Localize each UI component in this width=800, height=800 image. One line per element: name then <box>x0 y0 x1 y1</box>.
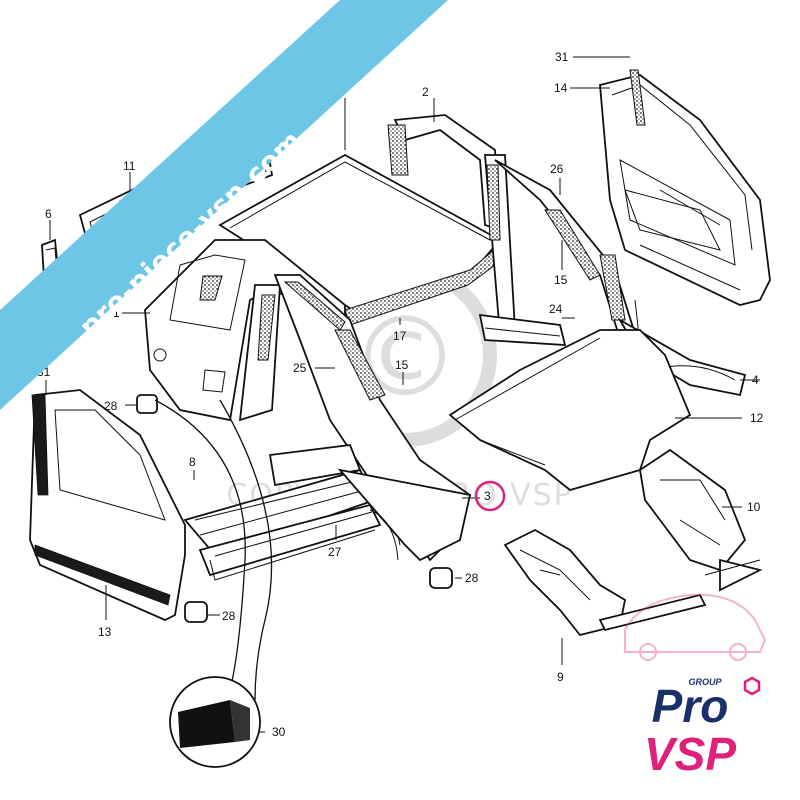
callout-10: 10 <box>747 500 761 514</box>
pad-28-right <box>429 567 453 589</box>
callout-9: 9 <box>557 670 564 684</box>
callout-28a: 28 <box>104 399 118 413</box>
detail-30 <box>154 399 273 768</box>
callout-6: 6 <box>45 207 52 221</box>
callout-15b: 15 <box>395 358 409 372</box>
callout-15a: 15 <box>554 273 568 287</box>
banner-stripe <box>0 0 448 410</box>
side-door <box>29 389 186 621</box>
callout-11: 11 <box>123 159 136 173</box>
body-shell <box>144 239 472 581</box>
hood-panel <box>448 329 692 491</box>
callout-13: 13 <box>98 625 112 639</box>
callout-17: 17 <box>393 329 407 343</box>
callout-14: 14 <box>554 81 568 95</box>
callout-24: 24 <box>549 302 563 316</box>
logo-line2: VSP <box>644 728 736 780</box>
callout-8: 8 <box>189 455 196 469</box>
callout-2: 2 <box>422 85 429 99</box>
callout-28b: 28 <box>465 571 479 585</box>
callout-30: 30 <box>272 725 286 739</box>
callout-1: 1 <box>113 306 120 320</box>
callout-3: 3 <box>484 489 491 503</box>
callout-4: 4 <box>752 373 759 387</box>
callout-27: 27 <box>328 545 342 559</box>
logo-car-outline <box>624 593 767 661</box>
callout-31b: 31 <box>555 50 569 64</box>
callout-26: 26 <box>550 162 564 176</box>
provsp-logo: GROUP Pro VSP <box>624 593 767 780</box>
part-9 <box>503 528 707 637</box>
pad-28-bottom <box>184 601 208 623</box>
logo-group-text: GROUP <box>688 677 722 687</box>
logo-line1: Pro <box>652 680 729 732</box>
callout-12: 12 <box>750 411 764 425</box>
rear-door <box>599 69 771 306</box>
logo-hex-icon <box>743 676 761 696</box>
callout-25: 25 <box>293 361 307 375</box>
pad-28-top <box>136 394 158 414</box>
callout-28c: 28 <box>222 609 236 623</box>
pads <box>136 394 453 623</box>
part-10 <box>639 448 763 592</box>
highlight-ring-3 <box>474 480 506 512</box>
